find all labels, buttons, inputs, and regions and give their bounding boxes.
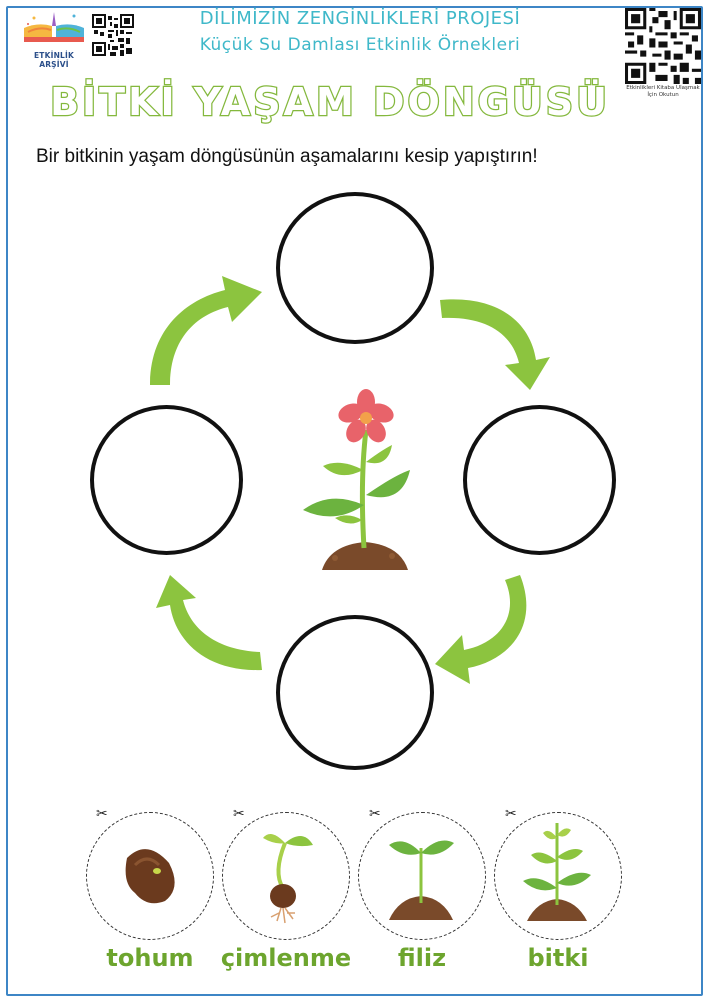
stage-circle-left[interactable] bbox=[90, 405, 243, 555]
seed-icon bbox=[125, 849, 175, 904]
project-subtitle: Küçük Su Damlası Etkinlik Örnekleri bbox=[199, 35, 521, 55]
scissors-icon: ✂ bbox=[505, 806, 517, 822]
page-frame bbox=[6, 6, 703, 996]
arrow-top-right bbox=[440, 299, 550, 390]
qr-caption: Etkinlikleri Kitaba Ulaşmak İçin Okutun bbox=[626, 85, 700, 98]
arrow-top-left bbox=[150, 276, 262, 385]
worksheet-title: BİTKİ YAŞAM DÖNGÜSÜ bbox=[49, 79, 610, 126]
young-plant-icon bbox=[523, 823, 591, 921]
label-bitki: bitki bbox=[527, 944, 589, 972]
cut-out-circle-seed[interactable] bbox=[86, 812, 214, 940]
large-qr-code bbox=[625, 8, 701, 84]
small-qr-code bbox=[92, 14, 134, 56]
arrow-bottom-right bbox=[435, 575, 527, 684]
cut-out-circle-plant[interactable] bbox=[494, 812, 622, 940]
instruction-text: Bir bitkinin yaşam döngüsünün aşamaların… bbox=[36, 146, 538, 167]
scissors-icon: ✂ bbox=[369, 806, 381, 822]
label-cimlenme: çimlenme bbox=[220, 944, 352, 972]
scissors-icon: ✂ bbox=[96, 806, 108, 822]
label-tohum: tohum bbox=[106, 944, 194, 972]
etkinlik-arsivi-logo bbox=[18, 10, 90, 62]
germinating-seed-icon bbox=[263, 834, 313, 924]
cut-out-circle-sprout[interactable] bbox=[358, 812, 486, 940]
center-flower-icon bbox=[303, 389, 410, 570]
stage-circle-bottom[interactable] bbox=[276, 615, 434, 770]
logo-text: ETKİNLİK ARŞİVİ bbox=[33, 51, 75, 69]
scissors-icon: ✂ bbox=[233, 806, 245, 822]
stage-circle-right[interactable] bbox=[463, 405, 616, 555]
arrow-bottom-left bbox=[156, 575, 262, 671]
sprout-icon bbox=[389, 840, 454, 920]
project-title: DİLİMİZİN ZENGİNLİKLERİ PROJESİ bbox=[199, 8, 521, 29]
stage-circle-top[interactable] bbox=[276, 192, 434, 344]
label-filiz: filiz bbox=[397, 944, 447, 972]
cut-out-circle-germination[interactable] bbox=[222, 812, 350, 940]
